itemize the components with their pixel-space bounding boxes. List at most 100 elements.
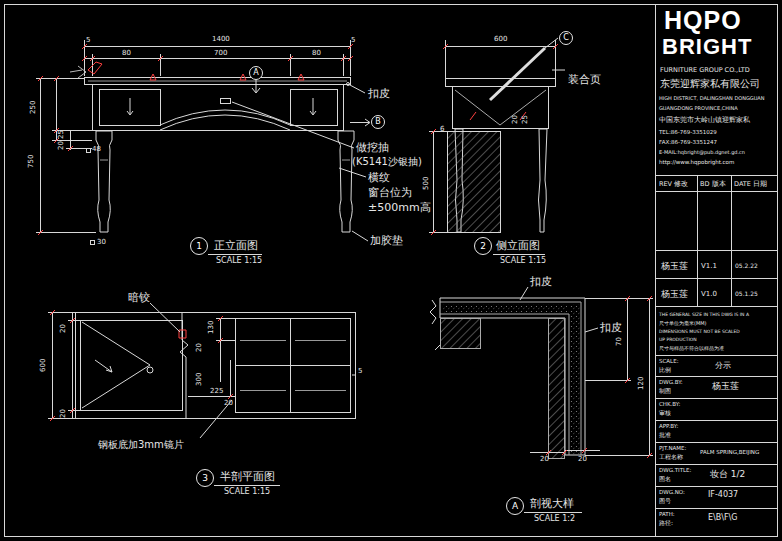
drawing-label: 加胶垫 [370,235,403,246]
callout-text: 3 [202,474,208,483]
callout-circle: A [506,497,524,515]
drawing-label: PATH: [659,512,675,518]
drawing-label: E\B\F\G [708,514,737,522]
drawing-label: 700 [214,50,227,57]
drawing-label: FAX:86-769-3351247 [659,140,717,146]
drawing-label: 20 [578,456,587,463]
drawing-label: 48 [92,146,101,153]
drawing-label: 分示 [715,362,731,370]
drawing-label: 05.1.25 [735,291,758,297]
drawing-label: 半剖平面图 [220,471,275,482]
drawing-label: 尺寸单位为毫米(MM) [659,321,707,326]
drawing-label: DIMENSIONS MUST NOT BE SCALED [659,330,740,335]
drawing-label: 审核 [659,410,671,416]
drawing-label: 窗台位为 [368,187,412,198]
drawing-label: V1.0 [701,291,717,298]
drawing-label: UP PRODUCTION [659,338,697,343]
drawing-label: 80 [312,50,321,57]
drawing-label: SCALE 1:15 [500,257,546,265]
drawing-label: 杨玉莲 [661,262,688,271]
drawing-label: 20 [58,141,65,150]
drawing-label: 5 [86,37,90,44]
drawing-label: TEL:86-769-3351029 [659,130,717,136]
drawing-label: 侧立面图 [496,240,540,251]
drawing-label: PJT.NAME: [659,446,686,452]
drawing-label: SCALE 1:2 [534,515,575,523]
drawing-label: 扣皮 [600,322,622,333]
drawing-label: SCALE: [659,359,679,365]
callout-circle: 2 [474,237,492,255]
drawing-label: 图名 [659,476,671,482]
drawing-label: http://www.hqpobright.com [659,160,734,166]
callout-text: B [375,118,381,126]
drawing-label: BRIGHT [662,36,752,58]
drawing-label: 05.2.22 [735,263,758,269]
drawing-label: 20 [512,115,519,124]
drawing-label: DWG.BY: [659,380,683,386]
callout-text: A [253,69,258,77]
drawing-label: 80 [122,50,131,57]
drawing-label: (K5141沙银抽) [352,157,422,167]
drawing-label: DATE 日期 [734,181,767,188]
drawing-label: V1.1 [701,263,717,270]
drawing-label: 剖视大样 [530,498,574,509]
drawing-label: 20 [60,409,67,418]
drawing-label: IF-4037 [708,491,738,499]
drawing-label: 正立面图 [214,240,258,251]
drawing-label: 扣皮 [368,88,390,99]
drawing-label: DWG.NO: [659,490,685,496]
drawing-label: DWG.TITLE: [659,468,691,474]
drawing-label: 做挖抽 [356,142,389,153]
drawing-label: 路径: [659,520,673,526]
callout-circle: C [559,31,573,45]
drawing-label: 杨玉莲 [661,290,688,299]
drawing-label: 图号 [659,498,671,504]
drawing-label: 6 [440,126,444,133]
callout-circle: 3 [196,469,214,487]
drawing-label: E-MAIL:hqbright@pub.dgnet.gd.cn [659,150,745,155]
drawing-label: 20 [224,400,233,407]
drawing-label: 600 [494,36,507,43]
drawing-label: 批准 [659,432,671,438]
drawing-label: 比例 [659,367,671,373]
drawing-label: 装合页 [568,74,601,85]
drawing-label: GUANGDONG PROVINCE,CHINA [659,106,738,111]
drawing-label: 20 [196,343,203,352]
drawing-label: THE GENERAL SIZE IN THIS DWG IS IN A [659,313,749,318]
callout-text: 2 [480,242,486,251]
drawing-label: 5 [358,368,362,375]
callout-circle: B [371,115,385,129]
callout-circle: 1 [190,237,208,255]
drawing-label: 120 [638,377,645,390]
drawing-label: FURNITURE GROUP CO.,LTD [660,67,750,74]
drawing-label: SCALE 1:15 [216,257,262,265]
drawing-label: REV 修改 [659,181,688,188]
drawing-label: 尺寸与样品不符合以样品为准 [659,346,724,351]
drawing-label: PALM SPRING,BEIJING [700,450,759,456]
drawing-label: ±500mm高 [368,202,431,213]
callout-text: A [512,502,518,511]
drawing-label: 30 [97,239,106,246]
drawing-label: 5 [351,37,355,44]
drawing-label: 东莞迎辉家私有限公司 [660,79,760,89]
drawing-label: 制图 [659,388,671,394]
drawing-label: 25 [522,115,529,124]
drawing-label: 130 [208,321,215,334]
drawing-label: 70 [616,337,623,346]
drawing-label: 杨玉莲 [712,382,739,391]
drawing-label: 300 [196,373,203,386]
drawing-label: 工程名称 [659,454,683,460]
drawing-label: BD 版本 [700,181,726,188]
drawing-label: 钢板底加3mm镜片 [98,440,184,450]
drawing-label: APP.BY: [659,424,678,430]
drawing-label: 扣皮 [530,276,552,287]
drawing-label: HIGH DISTRICT, DALINGSHAN DONGGUAN [659,96,765,101]
callout-text: C [563,34,569,42]
drawing-label: 20 [60,324,67,333]
callout-circle: A [249,66,263,80]
drawing-label: 750 [28,155,35,168]
drawing-label: 25 [58,130,65,139]
drawing-label: 妆台 1/2 [710,470,745,479]
drawing-label: 225 [210,388,223,395]
